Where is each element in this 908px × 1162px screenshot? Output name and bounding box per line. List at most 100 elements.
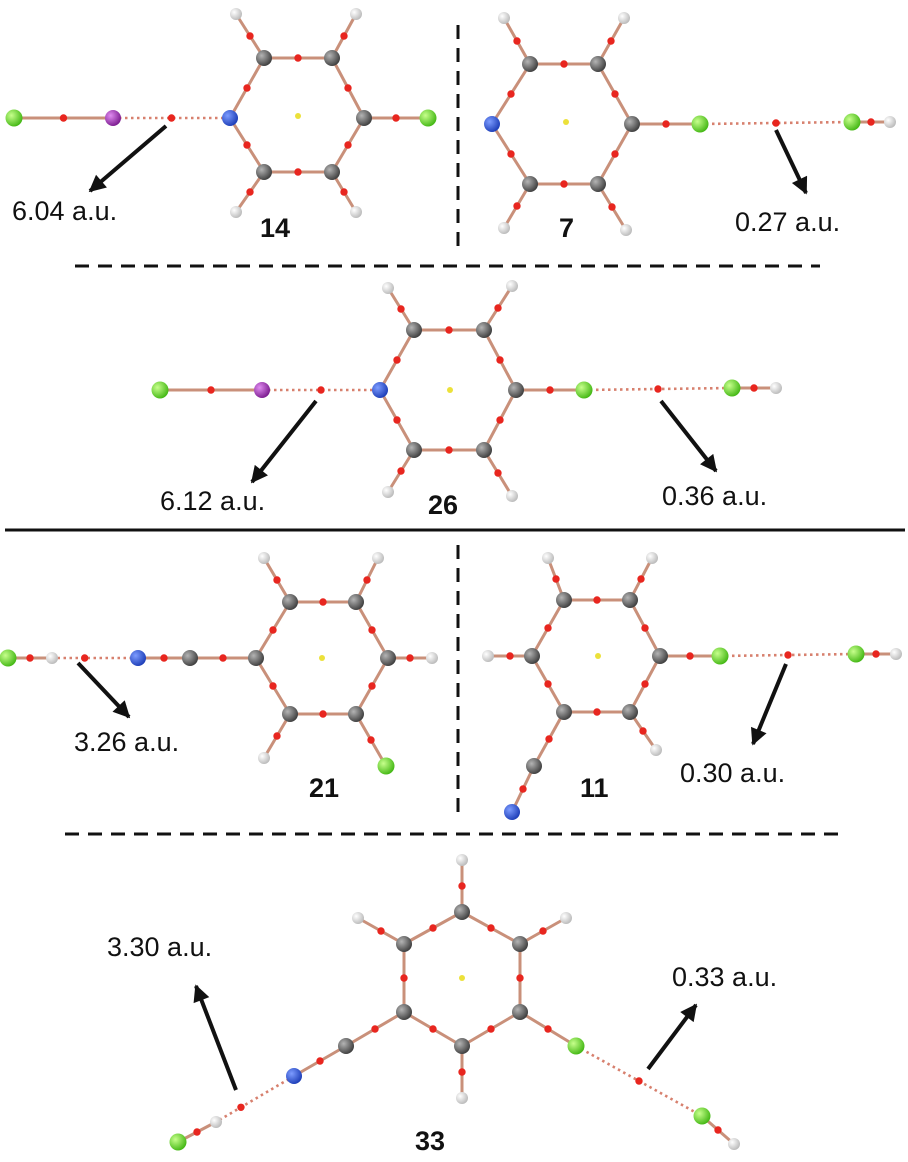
- bond-critical-point: [273, 576, 281, 584]
- bond-critical-point: [237, 1103, 245, 1111]
- bond-critical-point: [319, 598, 327, 606]
- bond-critical-point: [371, 1025, 379, 1033]
- hydrogen-atom: [426, 652, 438, 664]
- hydrogen-atom: [770, 382, 782, 394]
- bond-critical-point: [269, 682, 277, 690]
- value-label-21: 3.26 a.u.: [74, 727, 179, 757]
- bond-critical-point: [641, 680, 649, 688]
- carbon-atom: [248, 650, 264, 666]
- ring-critical-point: [595, 653, 601, 659]
- carbon-atom: [380, 650, 396, 666]
- bond-critical-point: [406, 654, 414, 662]
- hydrogen-atom: [350, 8, 362, 20]
- chlorine-atom: [575, 381, 593, 399]
- bond-critical-point: [611, 90, 619, 98]
- chlorine-atom: [711, 647, 729, 665]
- carbon-atom: [338, 1038, 354, 1054]
- bond-critical-point: [294, 168, 302, 176]
- bond-critical-point: [269, 626, 277, 634]
- bond-critical-point: [243, 141, 251, 149]
- bond-critical-point: [637, 575, 645, 583]
- carbon-atom: [282, 706, 298, 722]
- carbon-atom: [282, 594, 298, 610]
- arrow-0-30: [751, 663, 788, 746]
- bond-critical-point: [539, 927, 547, 935]
- bond-critical-point: [560, 60, 568, 68]
- carbon-atom: [522, 56, 538, 72]
- molecule-33: [169, 854, 740, 1151]
- carbon-atom: [324, 164, 340, 180]
- compound-number-26: 26: [428, 490, 458, 520]
- bond-critical-point: [867, 118, 875, 126]
- carbon-atom: [356, 110, 372, 126]
- hydrogen-atom: [618, 12, 630, 24]
- value-labels: 6.04 a.u. 0.27 a.u. 6.12 a.u. 0.36 a.u. …: [12, 196, 840, 992]
- bond-critical-point: [507, 150, 515, 158]
- bond-critical-point: [367, 736, 375, 744]
- carbon-atom: [556, 704, 572, 720]
- hydrogen-atom: [498, 12, 510, 24]
- bond-critical-point: [516, 974, 524, 982]
- bond-critical-point: [429, 924, 437, 932]
- panel-separators: [5, 25, 905, 836]
- bond-critical-point: [207, 386, 215, 394]
- hydrogen-atom: [560, 912, 572, 924]
- hydrogen-atom: [728, 1138, 740, 1150]
- value-label-14: 6.04 a.u.: [12, 196, 117, 226]
- bond-critical-point: [635, 1077, 643, 1085]
- hydrogen-atom: [46, 652, 58, 664]
- bond-critical-point: [772, 119, 780, 127]
- carbon-atom: [256, 164, 272, 180]
- bond-critical-point: [639, 727, 647, 735]
- bond-critical-point: [317, 386, 325, 394]
- carbon-atom: [406, 322, 422, 338]
- bond-critical-point: [219, 654, 227, 662]
- carbon-atom: [522, 176, 538, 192]
- hydrogen-atom: [506, 490, 518, 502]
- bond-critical-point: [552, 575, 560, 583]
- compound-number-21: 21: [309, 773, 339, 803]
- chlorine-atom: [843, 113, 861, 131]
- bond-critical-point: [344, 141, 352, 149]
- value-label-7: 0.27 a.u.: [735, 207, 840, 237]
- bond-critical-point: [608, 203, 616, 211]
- arrow-6-12: [250, 399, 318, 484]
- ring-critical-point: [563, 119, 569, 125]
- bond-critical-point: [750, 384, 758, 392]
- bond-critical-point: [686, 652, 694, 660]
- hydrogen-atom: [506, 280, 518, 292]
- bond-critical-point: [160, 654, 168, 662]
- bond-critical-point: [363, 576, 371, 584]
- carbon-atom: [396, 936, 412, 952]
- hydrogen-atom: [890, 648, 902, 660]
- hydrogen-atom: [350, 206, 362, 218]
- bond-critical-point: [59, 114, 68, 122]
- carbon-atom: [348, 594, 364, 610]
- carbon-atom: [508, 382, 524, 398]
- compound-number-14: 14: [260, 213, 290, 243]
- compound-number-33: 33: [415, 1126, 445, 1156]
- chlorine-atom: [151, 381, 169, 399]
- hydrogen-atom: [210, 1116, 222, 1128]
- bond-critical-point: [662, 120, 670, 128]
- hydrogen-atom: [650, 744, 662, 756]
- bond-critical-point: [544, 680, 552, 688]
- hydrogen-atom: [620, 224, 632, 236]
- bond-critical-point: [593, 596, 601, 604]
- bond-critical-point: [654, 385, 662, 393]
- bond-critical-point: [368, 626, 376, 634]
- bond-critical-point: [607, 37, 615, 45]
- arrows: [76, 124, 808, 1091]
- bond-critical-point: [429, 1025, 437, 1033]
- bond-critical-point: [167, 114, 176, 122]
- ring-critical-point: [319, 655, 325, 661]
- hydrogen-atom: [352, 912, 364, 924]
- bond-critical-point: [319, 710, 327, 718]
- value-label-11: 0.30 a.u.: [680, 758, 785, 788]
- chlorine-atom: [723, 379, 741, 397]
- carbon-atom: [476, 322, 492, 338]
- carbon-atom: [476, 442, 492, 458]
- bond-critical-point: [400, 974, 408, 982]
- bond-critical-point: [506, 652, 514, 660]
- chlorine-atom: [419, 109, 437, 127]
